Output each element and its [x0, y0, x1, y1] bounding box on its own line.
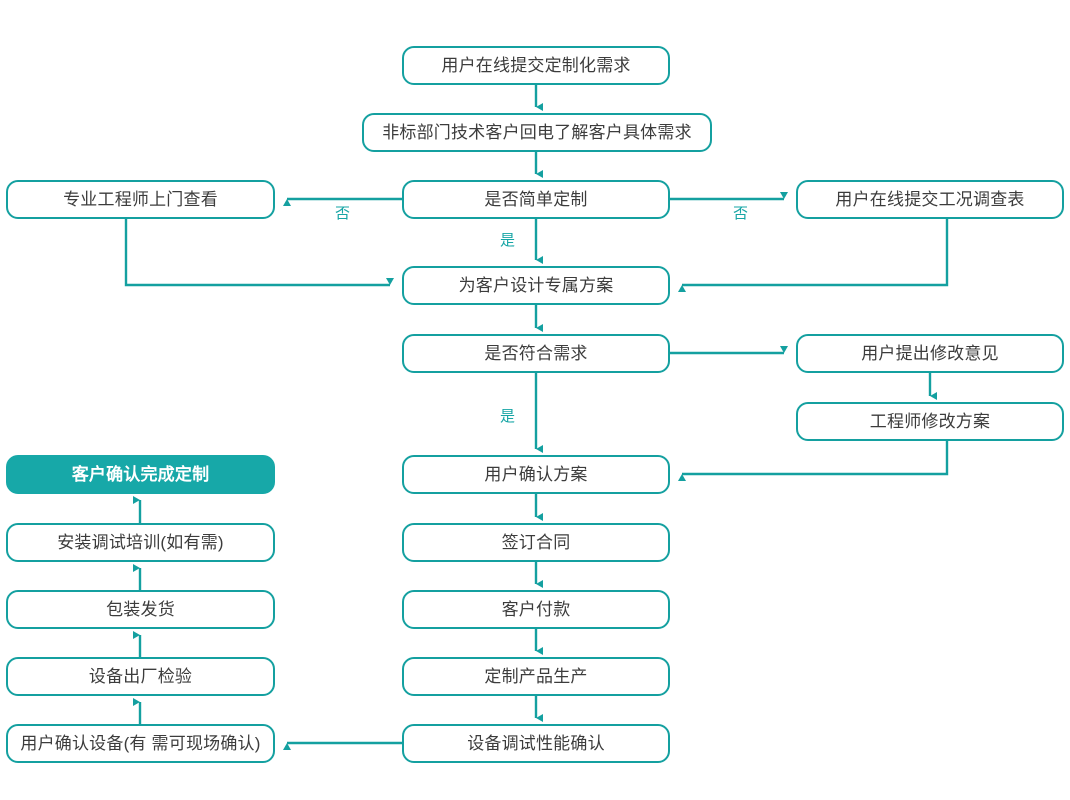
node-engineer-revise-plan[interactable]: 工程师修改方案 [796, 402, 1064, 441]
node-sign-contract[interactable]: 签订合同 [402, 523, 670, 562]
edge-label-no-right: 否 [733, 205, 749, 222]
node-is-simple-customization[interactable]: 是否简单定制 [402, 180, 670, 219]
node-user-confirm-equipment[interactable]: 用户确认设备(有 需可现场确认) [6, 724, 275, 763]
node-user-submit-condition-survey[interactable]: 用户在线提交工况调查表 [796, 180, 1064, 219]
node-user-submit-custom-request[interactable]: 用户在线提交定制化需求 [402, 46, 670, 85]
node-equipment-debug-performance-check[interactable]: 设备调试性能确认 [402, 724, 670, 763]
edge-label-yes-meets: 是 [500, 408, 516, 425]
node-design-exclusive-plan[interactable]: 为客户设计专属方案 [402, 266, 670, 305]
node-factory-inspection[interactable]: 设备出厂检验 [6, 657, 275, 696]
connector-n5-n6 [678, 219, 949, 292]
edge-label-yes-simple: 是 [500, 232, 516, 249]
node-customer-confirm-completion[interactable]: 客户确认完成定制 [6, 455, 275, 494]
node-user-revision-opinion[interactable]: 用户提出修改意见 [796, 334, 1064, 373]
node-engineer-onsite-visit[interactable]: 专业工程师上门查看 [6, 180, 275, 219]
node-user-confirm-plan[interactable]: 用户确认方案 [402, 455, 670, 494]
connector-n9-n10 [678, 441, 949, 481]
node-packaging-shipping[interactable]: 包装发货 [6, 590, 275, 629]
edge-label-no-left: 否 [335, 205, 351, 222]
connector-n4-n6 [124, 219, 394, 287]
node-meets-requirements[interactable]: 是否符合需求 [402, 334, 670, 373]
node-installation-training[interactable]: 安装调试培训(如有需) [6, 523, 275, 562]
node-nonstandard-dept-callback[interactable]: 非标部门技术客户回电了解客户具体需求 [362, 113, 712, 152]
node-custom-product-manufacturing[interactable]: 定制产品生产 [402, 657, 670, 696]
node-customer-payment[interactable]: 客户付款 [402, 590, 670, 629]
